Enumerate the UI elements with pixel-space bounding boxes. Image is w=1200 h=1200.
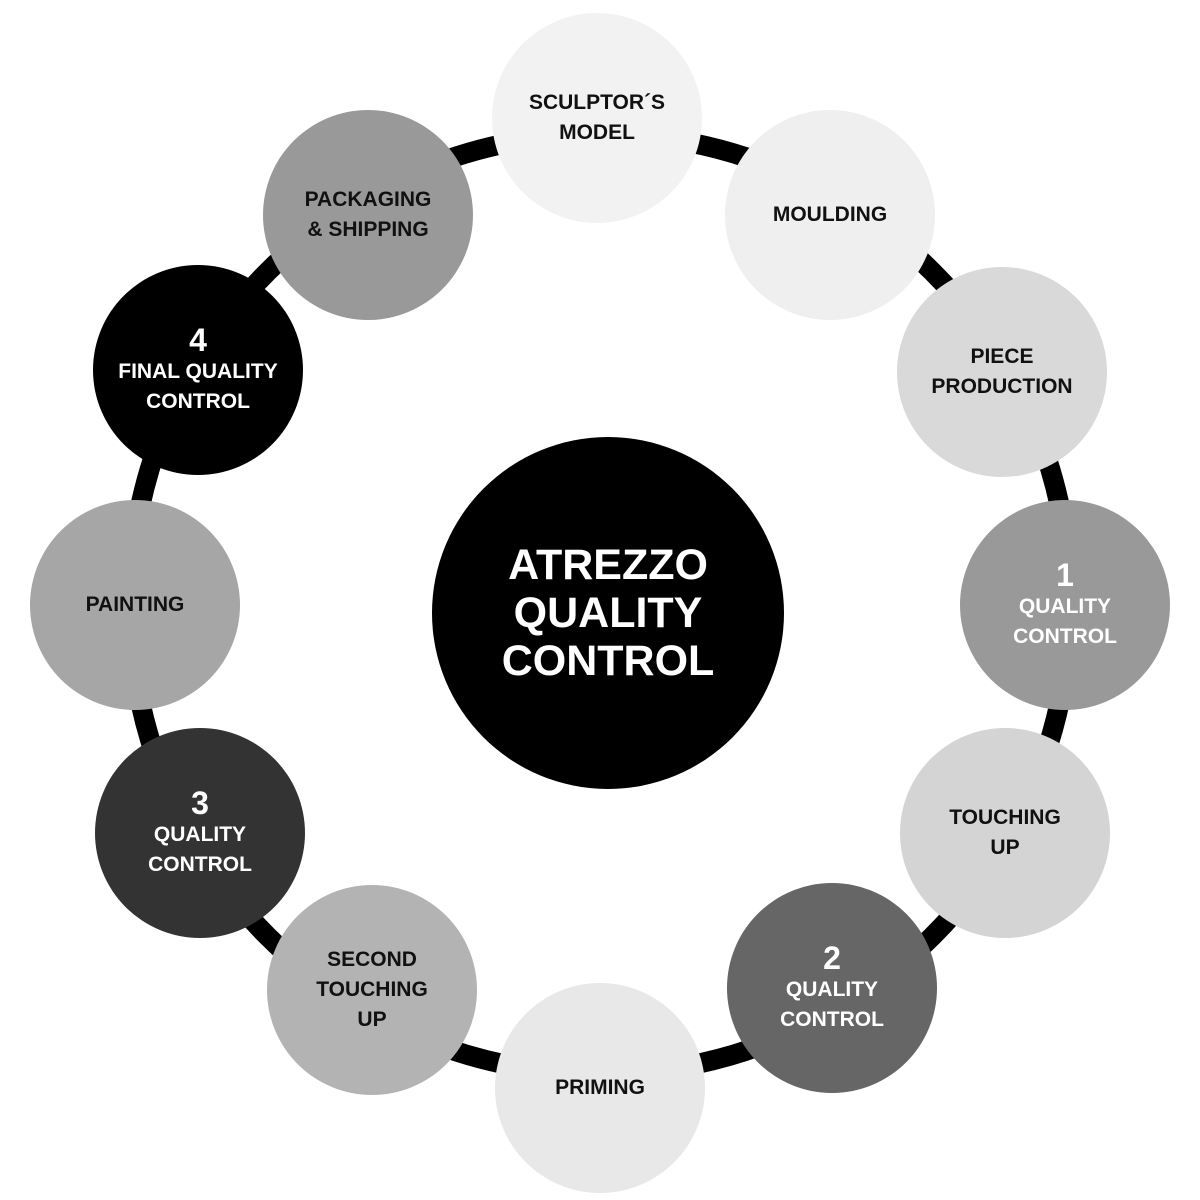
step-moulding: MOULDING xyxy=(725,110,935,320)
step-sculptors-model: SCULPTOR´S MODEL xyxy=(492,13,702,223)
center-title: ATREZZO QUALITY CONTROL xyxy=(501,541,715,685)
step-priming: PRIMING xyxy=(495,983,705,1193)
step-label: QUALITY CONTROL xyxy=(780,978,884,1031)
step-quality-control-3: 3 QUALITY CONTROL xyxy=(95,728,305,938)
step-label: MOULDING xyxy=(772,203,888,226)
step-piece-production: PIECE PRODUCTION xyxy=(897,267,1107,477)
step-label: PRIMING xyxy=(555,1076,645,1099)
step-second-touching-up: SECOND TOUCHING UP xyxy=(267,885,477,1095)
step-quality-control-1: 1 QUALITY CONTROL xyxy=(960,500,1170,710)
step-label: TOUCHING UP xyxy=(949,806,1061,859)
step-number: 1 xyxy=(1056,557,1074,593)
step-number: 4 xyxy=(189,322,207,358)
step-touching-up: TOUCHING UP xyxy=(900,728,1110,938)
step-label: PACKAGING & SHIPPING xyxy=(304,188,432,241)
step-label: PIECE PRODUCTION xyxy=(931,345,1073,398)
step-painting: PAINTING xyxy=(30,500,240,710)
step-final-quality-control-4: 4 FINAL QUALITY CONTROL xyxy=(93,265,303,475)
step-number: 2 xyxy=(823,940,841,976)
step-label: SECOND TOUCHING UP xyxy=(316,948,428,1031)
step-label: SCULPTOR´S MODEL xyxy=(528,91,666,144)
step-label: QUALITY CONTROL xyxy=(148,823,252,876)
step-packaging-shipping: PACKAGING & SHIPPING xyxy=(263,110,473,320)
step-quality-control-2: 2 QUALITY CONTROL xyxy=(727,883,937,1093)
step-label: QUALITY CONTROL xyxy=(1013,595,1117,648)
center-title-circle: ATREZZO QUALITY CONTROL xyxy=(432,437,784,789)
step-number: 3 xyxy=(191,785,209,821)
step-label: FINAL QUALITY CONTROL xyxy=(118,360,278,413)
step-label: PAINTING xyxy=(85,593,185,616)
